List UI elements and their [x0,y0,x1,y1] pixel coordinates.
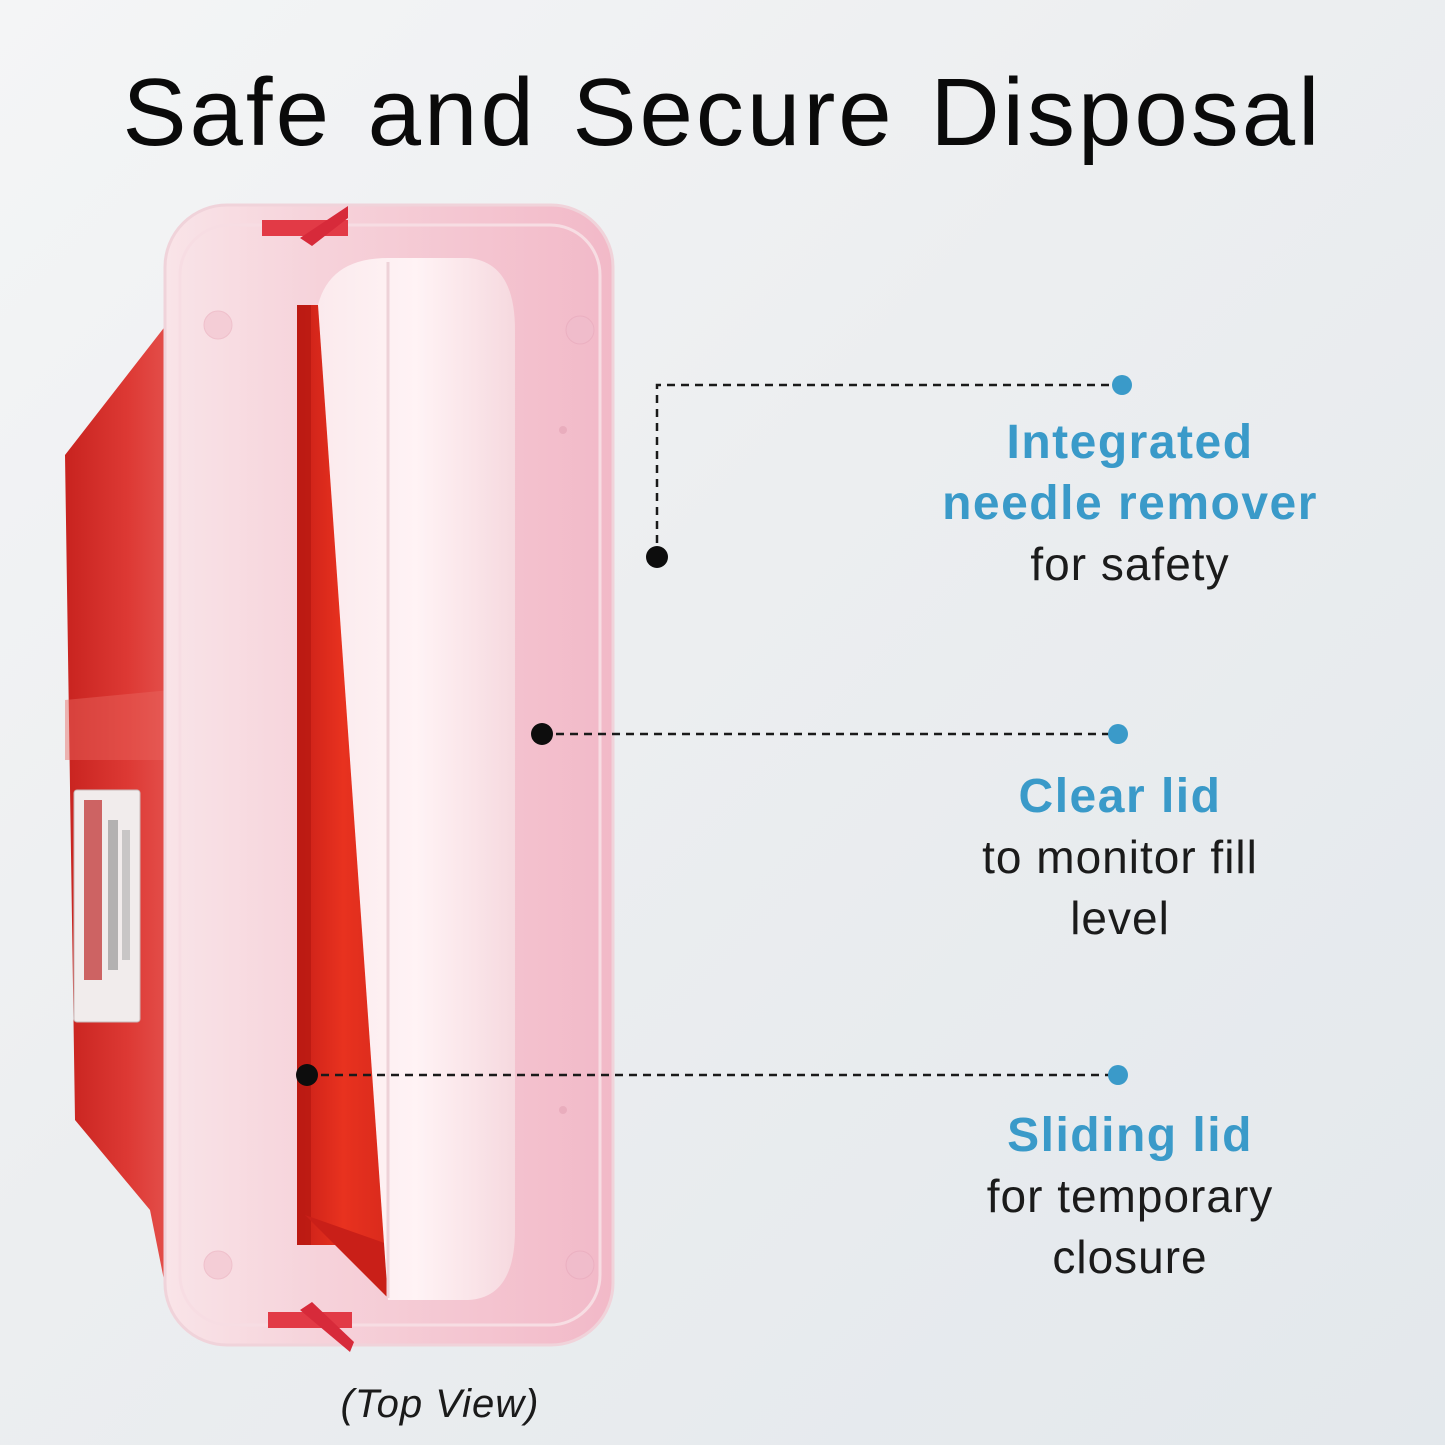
callout-highlight: Integrated [1006,416,1254,469]
page-title: Safe and Secure Disposal [122,59,1323,166]
leader-sliding-lid [296,1064,1128,1086]
callout-detail: for safety [1030,538,1230,590]
container-label [73,789,141,1023]
view-caption: (Top View) [340,1382,540,1426]
callout-detail: level [1070,892,1170,944]
leader-needle-remover [646,375,1132,568]
callout-highlight: Sliding lid [1007,1109,1253,1162]
leader-clear-lid [531,723,1128,745]
anchor-dot [296,1064,318,1086]
callout-needle-remover: Integrated needle remover for safety [930,412,1330,595]
callout-dot [1112,375,1132,395]
sliding-lid [318,258,515,1300]
callout-highlight: needle remover [942,477,1318,530]
callout-detail: to monitor fill [982,831,1258,883]
callout-dot [1108,724,1128,744]
callout-detail: closure [1052,1231,1208,1283]
anchor-dot [646,546,668,568]
callout-detail: for temporary [986,1170,1274,1222]
callout-highlight: Clear lid [1018,770,1222,823]
callout-clear-lid: Clear lid to monitor fill level [955,766,1285,949]
hinge-bottom [268,1302,354,1352]
callout-sliding-lid: Sliding lid for temporary closure [960,1105,1300,1288]
hinge-top [262,206,348,246]
anchor-dot [531,723,553,745]
callout-dot [1108,1065,1128,1085]
